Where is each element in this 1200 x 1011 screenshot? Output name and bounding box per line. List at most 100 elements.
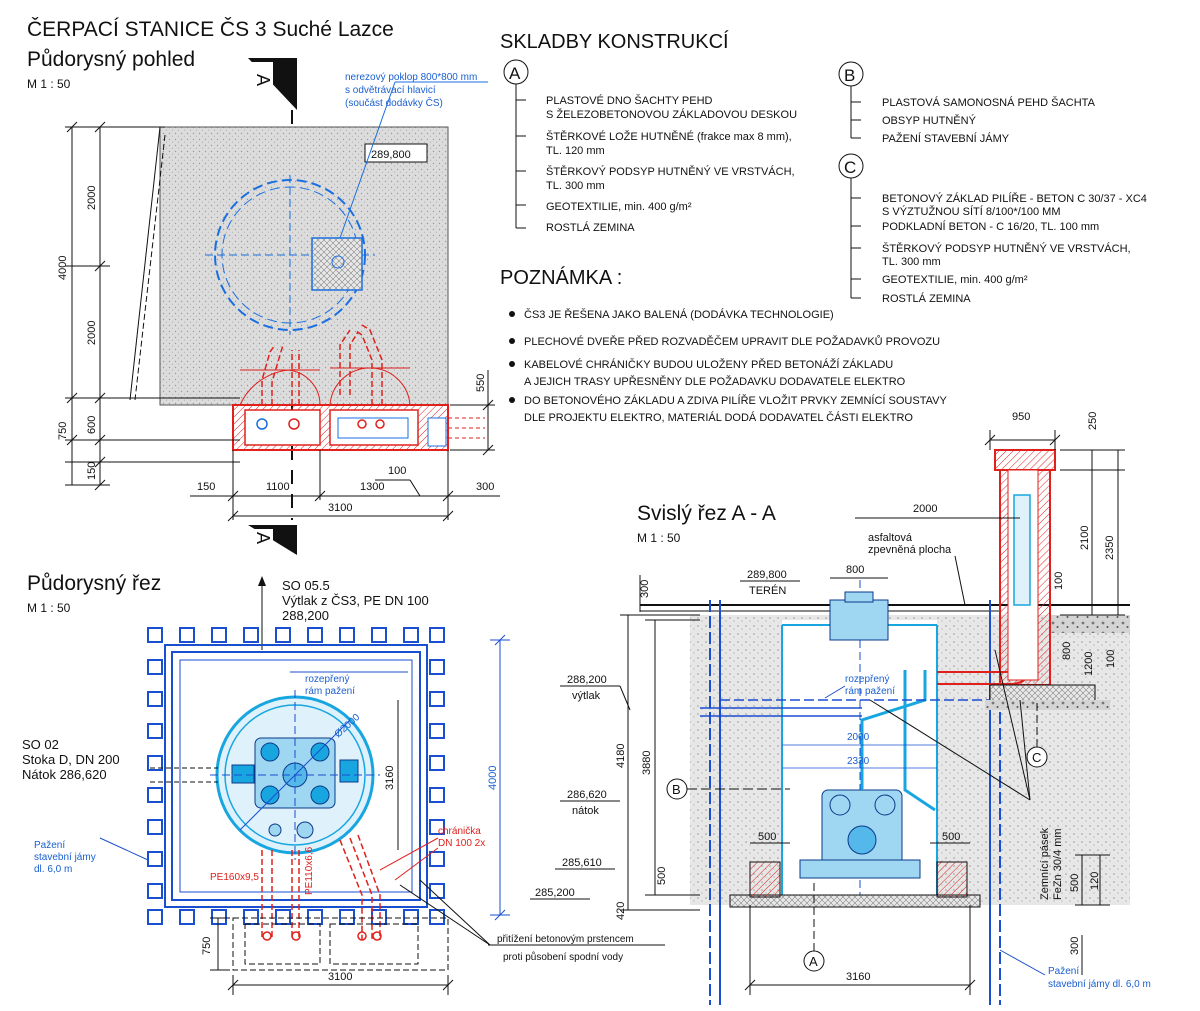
skladba-c-letter: C [844, 158, 856, 177]
vs-teren-elev: 289,800 [747, 569, 787, 581]
skladba-b-item-3: PAŽENÍ STAVEBNÍ JÁMY [882, 132, 1010, 145]
vs-dim-950: 950 [1012, 411, 1030, 423]
vs-dim-100b: 100 [1105, 650, 1117, 668]
dim-100: 100 [388, 465, 406, 477]
skladba-c-item-5: ROSTLÁ ZEMINA [882, 292, 971, 305]
skladba-c-item-2: PODKLADNÍ BETON - C 16/20, TL. 100 mm [882, 220, 1099, 233]
vs-zemnici: Zemnící pásek FeZn 30/4 mm [1039, 825, 1064, 900]
pe160-label: PE160x9,5 [210, 872, 259, 883]
plan-elevation: 289,800 [371, 149, 411, 161]
plan-section-scale: M 1 : 50 [27, 601, 71, 615]
skladba-c: C BETONOVÝ ZÁKLAD PILÍŘE - BETON C 30/37… [838, 153, 1150, 305]
skladby-title: SKLADBY KONSTRUKCÍ [500, 30, 729, 53]
vertical-section: 950 250 2000 asfaltová zpevněná plocha 2… [530, 411, 1151, 1005]
vs-vytlak-elev: 288,200 [567, 674, 607, 686]
vs-dim-420: 420 [615, 902, 627, 920]
plan-pazeni: Pažení stavební jámy dl. 6,0 m [34, 840, 98, 875]
dim-750: 750 [57, 422, 69, 440]
section-marker-bottom-letter: A [253, 532, 273, 544]
skladba-a-item-1: PLASTOVÉ DNO ŠACHTY PEHD S ŽELEZOBETONOV… [546, 94, 797, 121]
vertical-section-title: Svislý řez A - A [637, 502, 776, 525]
dim-1300: 1300 [360, 481, 384, 493]
skladba-b-item-1: PLASTOVÁ SAMONOSNÁ PEHD ŠACHTA [882, 96, 1096, 109]
vs-mark-c: C [1032, 750, 1041, 765]
vs-dim-2350: 2350 [1104, 536, 1116, 560]
notes-list: ČS3 JE ŘEŠENA JAKO BALENÁ (DODÁVKA TECHN… [509, 308, 950, 424]
note-2: PLECHOVÉ DVEŘE PŘED ROZVADĚČEM UPRAVIT D… [524, 335, 940, 348]
dim-2000b: 2000 [86, 321, 98, 345]
vs-dim-3160: 3160 [846, 971, 870, 983]
vs-dim-2330: 2330 [847, 756, 870, 767]
vs-mark-a: A [809, 954, 818, 969]
skladba-b-item-2: OBSYP HUTNĚNÝ [882, 114, 977, 127]
chranicka-label: chránička DN 100 2x [438, 826, 485, 849]
skladba-b-letter: B [844, 66, 855, 85]
vs-dim-120: 120 [1089, 872, 1101, 890]
zatizeni-label: přitížení betonovým prstencem proti půso… [497, 934, 637, 963]
vs-dim-2000in: 2000 [847, 732, 870, 743]
vs-dim-2100: 2100 [1079, 526, 1091, 550]
vs-el285200: 285,200 [535, 887, 575, 899]
skladba-c-item-1: BETONOVÝ ZÁKLAD PILÍŘE - BETON C 30/37 -… [882, 192, 1150, 218]
vs-dim-500l: 500 [758, 831, 776, 843]
plan-callout: nerezový poklop 800*800 mm s odvětrávací… [345, 72, 480, 109]
note-1: ČS3 JE ŘEŠENA JAKO BALENÁ (DODÁVKA TECHN… [524, 308, 834, 321]
vs-dim-250: 250 [1087, 412, 1099, 430]
vs-el285610: 285,610 [562, 857, 602, 869]
plan-view-scale: M 1 : 50 [27, 77, 71, 91]
pe110-label: PE110x6,6 [304, 846, 315, 895]
poznamka-title: POZNÁMKA : [500, 266, 622, 289]
vs-natok: nátok [572, 805, 599, 817]
vs-pazeni: Pažení stavební jámy dl. 6,0 m [1048, 966, 1151, 990]
skladba-c-item-4: GEOTEXTILIE, min. 400 g/m² [882, 274, 1028, 286]
vs-dim-1200: 1200 [1083, 652, 1095, 676]
vs-dim-100a: 100 [1053, 572, 1065, 590]
vs-dim-3880: 3880 [641, 751, 653, 775]
section-marker-top-letter: A [253, 74, 273, 86]
plan-section-dim-3100: 3100 [328, 971, 352, 983]
vs-dim-500r: 500 [942, 831, 960, 843]
dim-150: 150 [197, 481, 215, 493]
dim-4000: 4000 [57, 256, 69, 280]
skladba-a-item-4: GEOTEXTILIE, min. 400 g/m² [546, 201, 692, 213]
vs-vytlak: výtlak [572, 690, 601, 702]
skladba-c-item-3: ŠTĚRKOVÝ PODSYP HUTNĚNÝ VE VRSTVÁCH, TL.… [882, 242, 1134, 268]
dim-300: 300 [476, 481, 494, 493]
plan-section-title: Půdorysný řez [27, 572, 161, 595]
plan-section-dim-750: 750 [201, 937, 213, 955]
dim-550: 550 [475, 374, 487, 392]
inlet-label: SO 02 Stoka D, DN 200 Nátok 286,620 [22, 737, 123, 782]
skladba-a: A PLASTOVÉ DNO ŠACHTY PEHD S ŽELEZOBETON… [503, 59, 798, 234]
plan-dim-3160: 3160 [384, 766, 396, 790]
vs-mark-b: B [672, 782, 681, 797]
vs-teren: TERÉN [749, 584, 786, 597]
vs-asfalt: asfaltová zpevněná plocha [868, 532, 952, 556]
skladba-a-item-3: ŠTĚRKOVÝ PODSYP HUTNĚNÝ VE VRSTVÁCH, TL.… [546, 165, 798, 192]
vertical-section-scale: M 1 : 50 [637, 531, 681, 545]
skladba-b: B PLASTOVÁ SAMONOSNÁ PEHD ŠACHTA OBSYP H… [838, 61, 1096, 145]
plan-dim-4000: 4000 [487, 766, 499, 790]
vs-dim-800b: 800 [1061, 642, 1073, 660]
vs-dim-300z: 300 [1069, 937, 1081, 955]
vs-dim-500z: 500 [1069, 874, 1081, 892]
vs-dim-500v: 500 [656, 867, 668, 885]
skladba-a-item-2: ŠTĚRKOVÉ LOŽE HUTNĚNÉ (frakce max 8 mm),… [546, 130, 795, 157]
plan-rozepreny: rozepřený rám pažení [305, 674, 355, 697]
vs-dim-800: 800 [846, 564, 864, 576]
skladba-a-letter: A [509, 64, 521, 83]
dim-2000a: 2000 [86, 186, 98, 210]
outlet-label: SO 05.5 Výtlak z ČS3, PE DN 100 288,200 [282, 578, 432, 623]
note-4: DO BETONOVÉHO ZÁKLADU A ZDIVA PILÍŘE VLO… [524, 394, 950, 424]
dim-1100: 1100 [266, 481, 290, 493]
dim-3100: 3100 [328, 502, 352, 514]
dim-150v: 150 [86, 462, 98, 480]
vs-dim-300top: 300 [639, 580, 651, 598]
plan-section: SO 05.5 Výtlak z ČS3, PE DN 100 288,200 [22, 576, 665, 995]
vs-rozepreny: rozepřený rám pažení [845, 674, 895, 697]
vs-dim-4180: 4180 [615, 744, 627, 768]
dim-600: 600 [86, 416, 98, 434]
vs-natok-elev: 286,620 [567, 789, 607, 801]
skladba-a-item-5: ROSTLÁ ZEMINA [546, 221, 635, 234]
vs-dim-2000: 2000 [913, 503, 937, 515]
